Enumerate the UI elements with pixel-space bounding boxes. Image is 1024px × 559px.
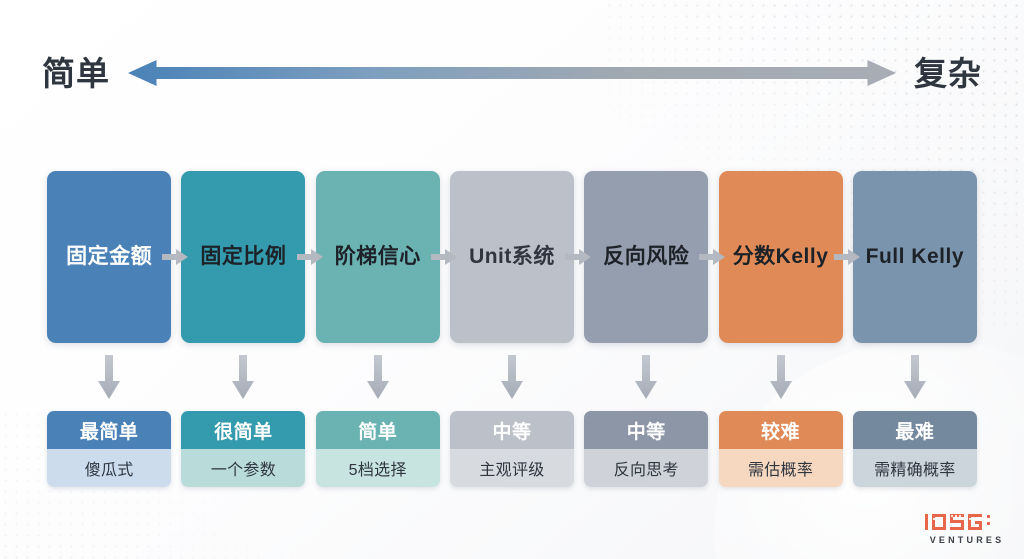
down-arrow-cell-4	[445, 352, 579, 402]
logo-wordmark: VENTURES	[929, 535, 1005, 545]
down-arrow-icon	[500, 355, 523, 399]
difficulty-detail: 主观评级	[449, 449, 574, 487]
down-arrow-icon	[232, 355, 255, 399]
difficulty-label-cell-7: 最难需精确概率	[848, 411, 982, 489]
stage-card[interactable]: 固定金额	[47, 171, 172, 343]
difficulty-detail: 需精确概率	[852, 449, 977, 487]
double-headed-arrow-icon	[128, 58, 896, 88]
stage-card[interactable]: Full Kelly	[852, 171, 977, 343]
difficulty-card[interactable]: 很简单一个参数	[181, 411, 306, 487]
stage-card-title: 反向风险	[603, 244, 690, 268]
difficulty-detail: 一个参数	[181, 449, 306, 487]
difficulty-level: 较难	[718, 411, 843, 449]
down-arrow-icon	[635, 355, 658, 399]
stage-7: Full Kelly	[848, 171, 982, 343]
difficulty-level: 很简单	[181, 411, 306, 449]
stage-card-title: 阶梯信心	[334, 244, 421, 268]
difficulty-label-cell-2: 很简单一个参数	[176, 411, 310, 489]
stage-card-title: 固定金额	[66, 244, 153, 268]
stage-card-title: 分数Kelly	[732, 244, 829, 268]
difficulty-detail: 反向思考	[584, 449, 709, 487]
stage-5: 反向风险	[579, 171, 726, 343]
difficulty-level: 中等	[449, 411, 574, 449]
difficulty-detail: 需估概率	[718, 449, 843, 487]
difficulty-label-cell-5: 中等反向思考	[579, 411, 713, 489]
stage-card[interactable]: Unit系统	[449, 171, 574, 343]
difficulty-label-cell-6: 较难需估概率	[713, 411, 847, 489]
axis-label-complex: 复杂	[914, 54, 982, 92]
down-arrow-cell-6	[713, 352, 847, 402]
stage-4: Unit系统	[445, 171, 592, 343]
difficulty-card[interactable]: 中等反向思考	[584, 411, 709, 487]
difficulty-card[interactable]: 最简单傻瓜式	[47, 411, 172, 487]
stage-2: 固定比例	[176, 171, 323, 343]
down-arrow-cell-3	[311, 352, 445, 402]
difficulty-level: 简单	[315, 411, 440, 449]
stage-card[interactable]: 分数Kelly	[718, 171, 843, 343]
down-arrow-cell-5	[579, 352, 713, 402]
difficulty-level: 中等	[584, 411, 709, 449]
stage-card-title: 固定比例	[200, 244, 287, 268]
stage-card[interactable]: 阶梯信心	[315, 171, 440, 343]
stage-3: 阶梯信心	[311, 171, 457, 343]
difficulty-label-cell-1: 最简单傻瓜式	[42, 411, 176, 489]
down-arrow-cell-7	[848, 352, 982, 402]
down-arrow-cell-2	[176, 352, 310, 402]
iosg-ventures-logo: VENTURES	[924, 512, 1010, 545]
down-arrow-row	[42, 352, 982, 402]
axis-label-simple: 简单	[42, 54, 110, 92]
stage-1: 固定金额	[42, 171, 189, 343]
difficulty-level: 最难	[852, 411, 977, 449]
difficulty-card[interactable]: 较难需估概率	[718, 411, 843, 487]
stage-card-title: Unit系统	[469, 244, 555, 268]
complexity-axis: 简单 复杂	[0, 44, 1024, 102]
difficulty-card[interactable]: 最难需精确概率	[852, 411, 977, 487]
stage-6: 分数Kelly	[713, 171, 860, 343]
difficulty-detail: 5档选择	[315, 449, 440, 487]
difficulty-card[interactable]: 中等主观评级	[449, 411, 574, 487]
stage-card-title: Full Kelly	[865, 244, 964, 268]
stage-card[interactable]: 固定比例	[181, 171, 306, 343]
difficulty-level: 最简单	[47, 411, 172, 449]
stage-card[interactable]: 反向风险	[584, 171, 709, 343]
down-arrow-icon	[769, 355, 792, 399]
difficulty-detail: 傻瓜式	[47, 449, 172, 487]
down-arrow-cell-1	[42, 352, 176, 402]
difficulty-label-cell-4: 中等主观评级	[445, 411, 579, 489]
down-arrow-icon	[98, 355, 121, 399]
iosg-logo-icon	[925, 514, 990, 530]
down-arrow-icon	[366, 355, 389, 399]
stage-card-row: 固定金额 固定比例 阶梯信心 Unit系统 反向风险 分数Kelly Full Kelly	[42, 171, 982, 343]
down-arrow-icon	[903, 355, 926, 399]
